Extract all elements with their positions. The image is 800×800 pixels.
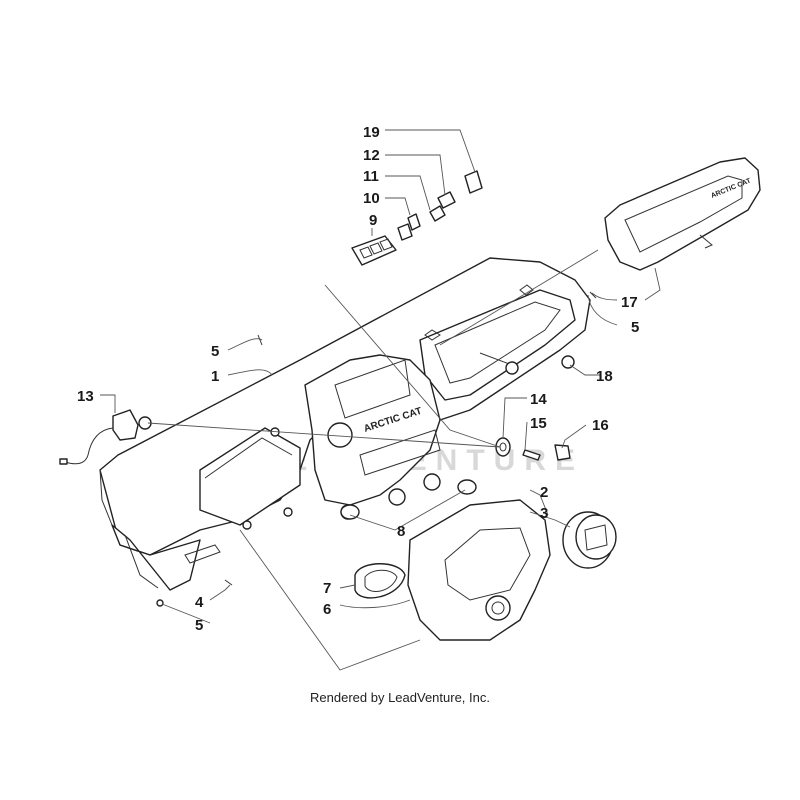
callout-1: 1 [211, 368, 219, 385]
callout-8: 8 [397, 523, 405, 540]
leader-lines [100, 129, 661, 671]
callout-11: 11 [363, 168, 379, 185]
dash-panel[interactable]: ARCTIC CAT [99, 257, 591, 591]
instrument-bezel[interactable] [407, 499, 551, 641]
ignition-switch[interactable] [59, 409, 152, 465]
callout-5-right: 5 [631, 319, 639, 336]
switch-bank[interactable] [351, 170, 483, 266]
callout-16: 16 [592, 417, 609, 434]
callout-7: 7 [323, 580, 331, 597]
callout-4: 4 [195, 594, 204, 611]
gauge-assembly[interactable] [562, 511, 617, 569]
trim-ring[interactable] [354, 563, 406, 599]
callout-2: 2 [540, 484, 548, 501]
top-cover[interactable]: ARCTIC CAT [604, 157, 761, 271]
callout-12: 12 [363, 147, 380, 164]
callout-19: 19 [363, 124, 380, 141]
callout-6: 6 [323, 601, 331, 618]
callout-18: 18 [596, 368, 613, 385]
render-credit: Rendered by LeadVenture, Inc. [310, 690, 490, 705]
callout-5-bottom: 5 [195, 617, 203, 634]
callout-5-left: 5 [211, 343, 219, 360]
hardware[interactable] [156, 291, 597, 607]
callout-9: 9 [369, 212, 377, 229]
callout-13: 13 [77, 388, 94, 405]
callout-14: 14 [530, 391, 547, 408]
callout-3: 3 [540, 505, 548, 522]
callout-10: 10 [363, 190, 380, 207]
callouts: 19 12 11 10 9 5 1 13 14 15 16 18 17 5 2 … [77, 124, 639, 634]
callout-17: 17 [621, 294, 638, 311]
callout-15: 15 [530, 415, 547, 432]
